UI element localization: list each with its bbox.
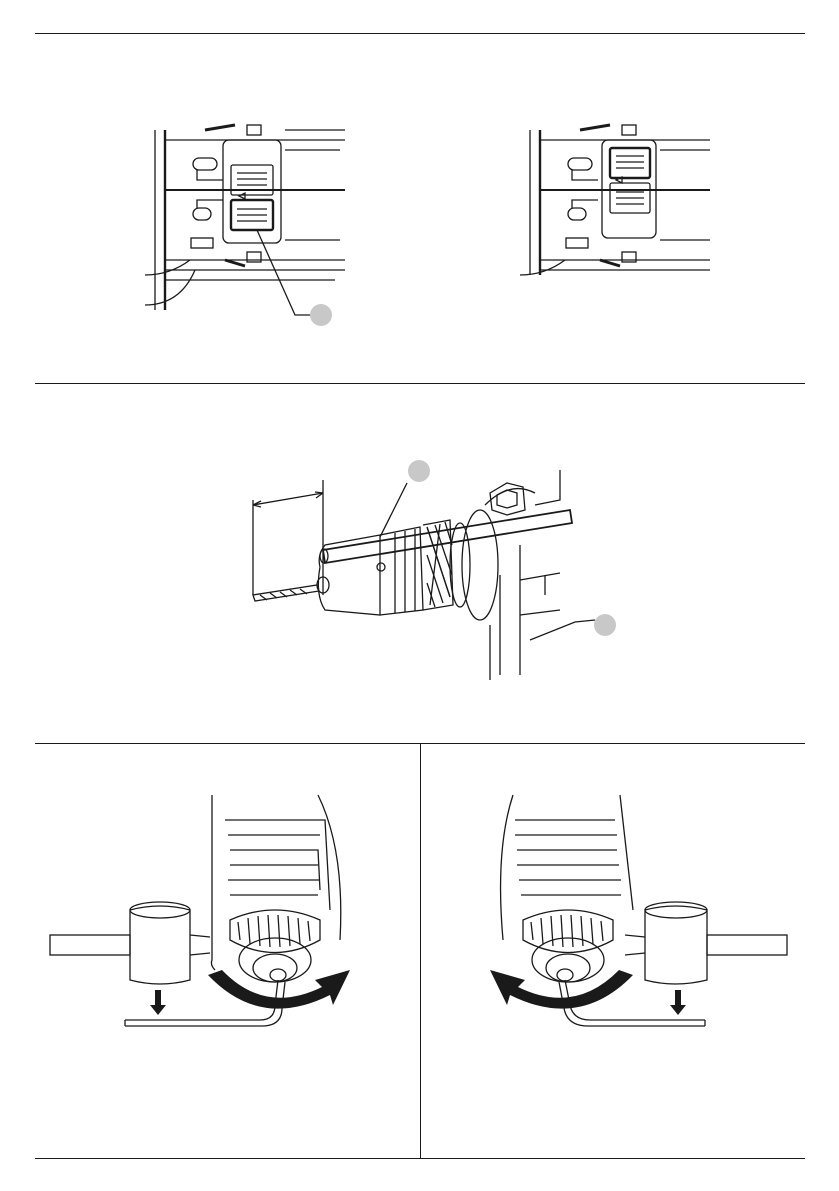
chuck-key-figure-right — [485, 790, 795, 1040]
callout-marker — [310, 304, 332, 326]
switch-figure-left — [145, 120, 345, 330]
switch-drawing-left — [145, 120, 345, 330]
top-rule — [35, 33, 805, 34]
switch-figure-right — [520, 120, 720, 290]
column-divider — [420, 743, 421, 1158]
section-rule-1 — [35, 383, 805, 384]
chuck-depth-drawing — [245, 455, 625, 680]
chuck-depth-figure — [245, 455, 625, 680]
arrow-down-icon — [670, 990, 686, 1015]
switch-drawing-right — [520, 120, 720, 290]
rotate-counterclockwise-icon — [490, 970, 633, 1009]
callout-marker — [408, 460, 430, 482]
callout-marker — [594, 614, 616, 636]
chuck-key-drawing-right — [485, 790, 795, 1040]
bottom-rule — [35, 1158, 805, 1159]
arrow-down-icon — [150, 990, 166, 1015]
rotate-clockwise-icon — [208, 970, 350, 1009]
chuck-key-figure-left — [50, 790, 360, 1040]
chuck-key-drawing-left — [50, 790, 360, 1040]
